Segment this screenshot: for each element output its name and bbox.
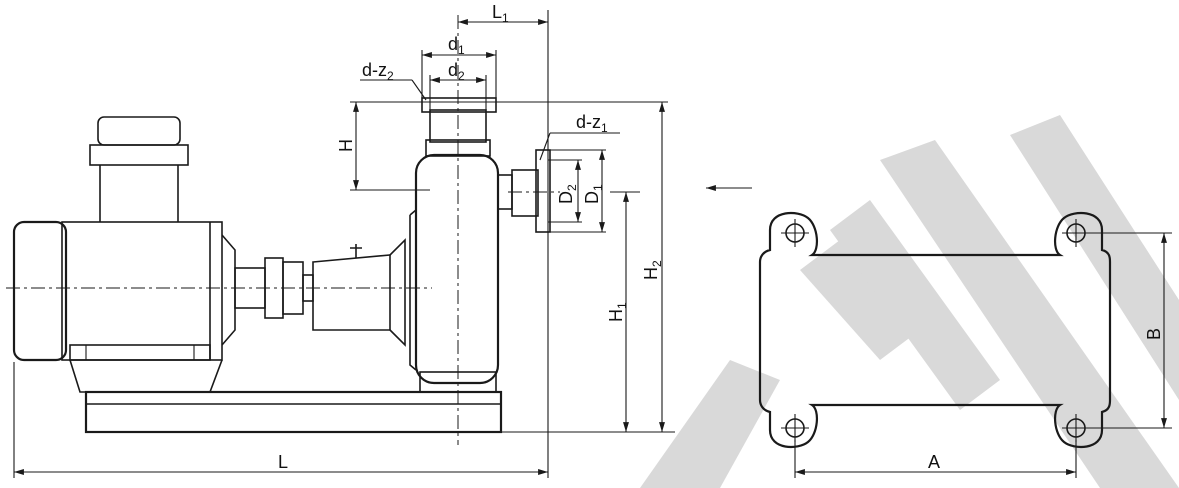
label-D2: D2 (556, 184, 579, 204)
label-A: A (928, 452, 940, 472)
label-H2: H2 (641, 260, 664, 280)
label-L1: L1 (492, 2, 509, 25)
dimension-lines (13, 10, 752, 478)
watermark-stripes (640, 115, 1179, 488)
label-L: L (278, 452, 288, 472)
label-d1: d1 (448, 34, 465, 57)
label-d-z2: d-z2 (362, 60, 394, 83)
label-d-z1: d-z1 (576, 112, 608, 135)
bearing-housing (312, 238, 406, 347)
label-B: B (1144, 328, 1164, 340)
pump-casing (409, 97, 551, 393)
label-H: H (336, 139, 356, 152)
label-D1: D1 (582, 184, 605, 204)
base-plate (84, 390, 503, 434)
label-H1: H1 (606, 302, 629, 322)
label-d2: d2 (448, 60, 465, 83)
centerlines (6, 15, 560, 445)
base-plate-top-view (758, 211, 1172, 478)
motor (12, 116, 236, 393)
